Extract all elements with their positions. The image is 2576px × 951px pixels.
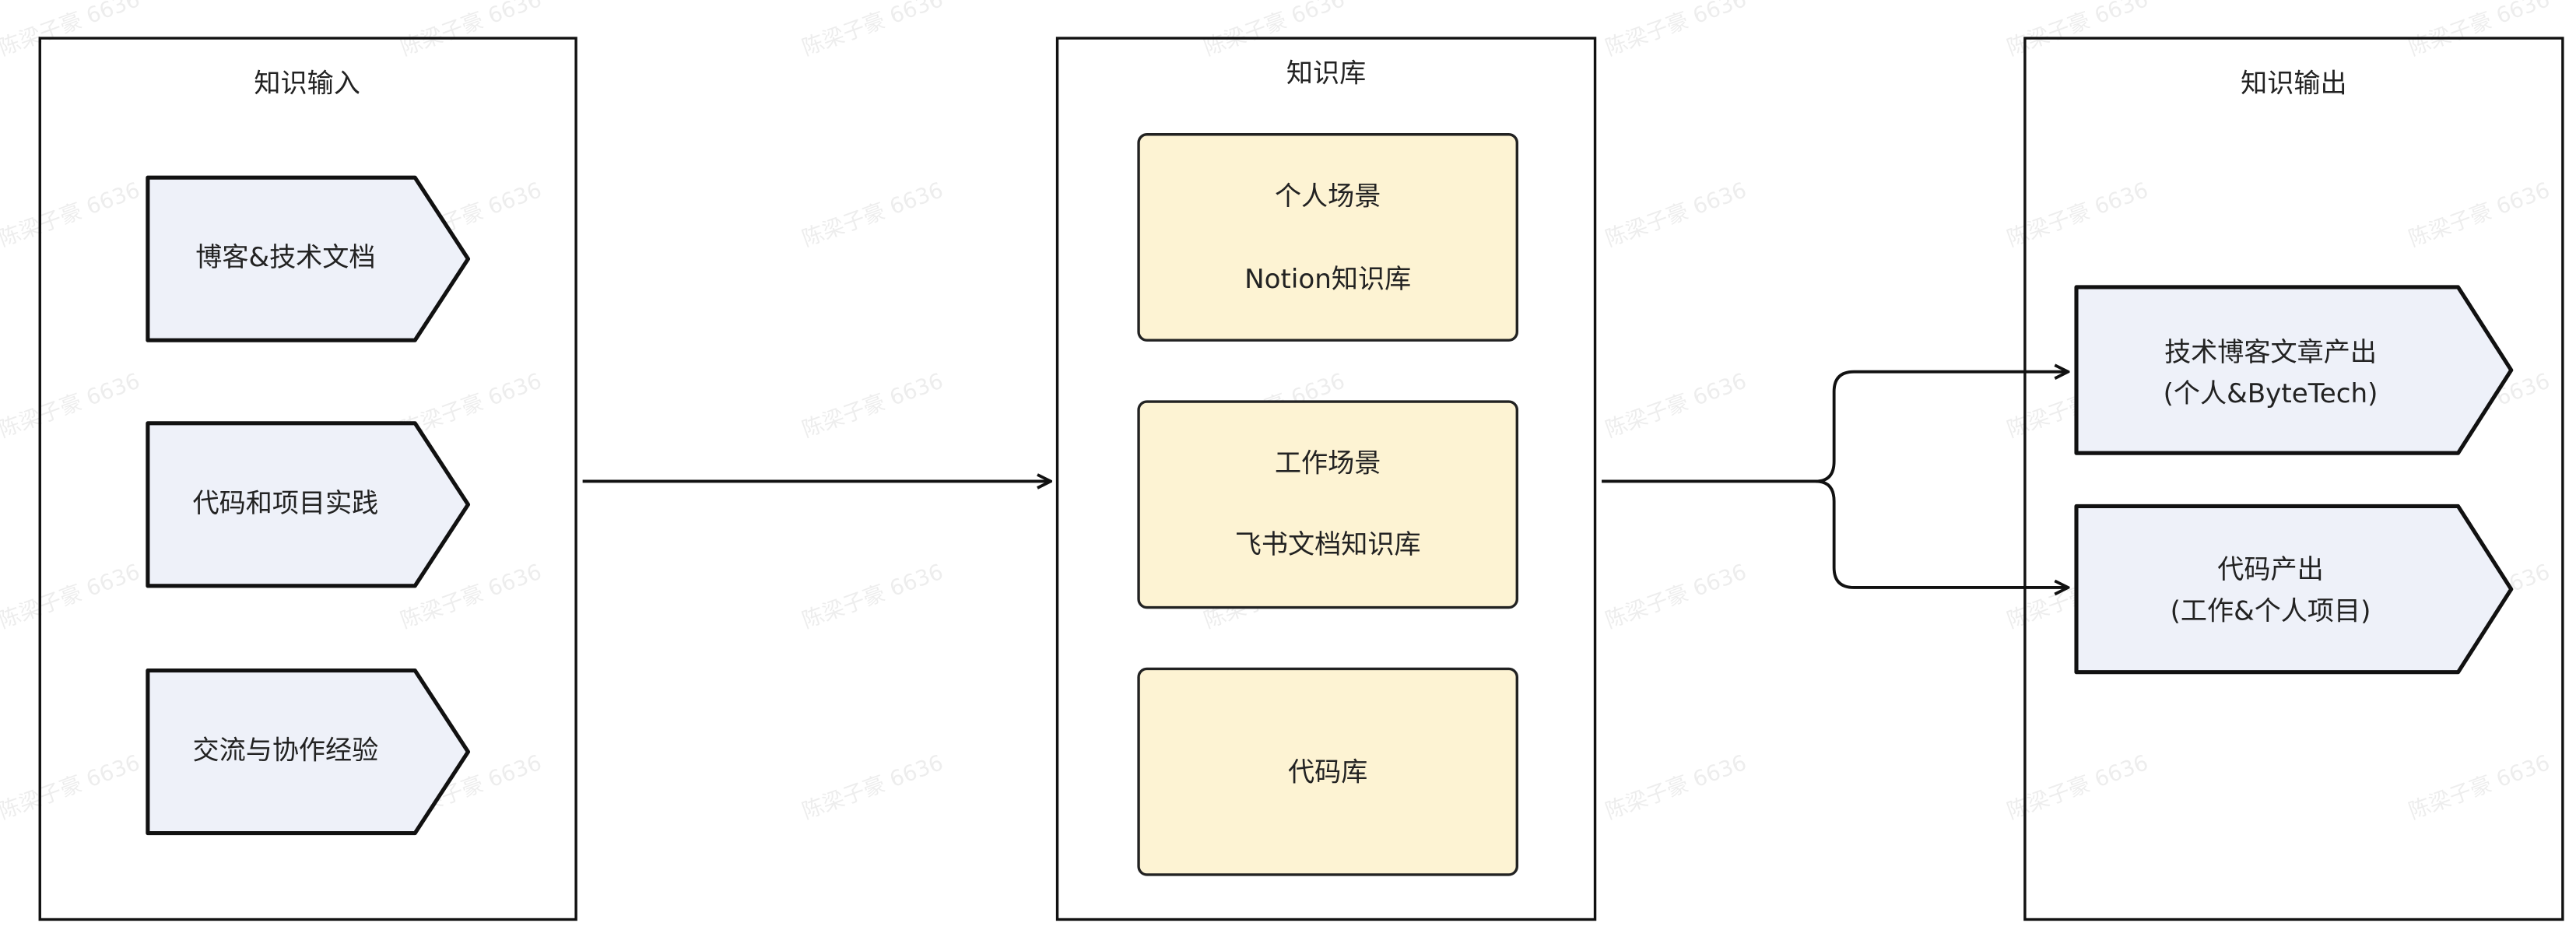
kb-to-output-connector (1602, 372, 2068, 588)
kb-card (1137, 133, 1519, 342)
kb-title: 知识库 (1286, 58, 1366, 89)
pentagon-shape (2074, 504, 2514, 675)
watermark-text: 陈梁子豪 6636 (1200, 0, 1348, 61)
watermark-text: 陈梁子豪 6636 (1602, 368, 1750, 443)
kb-item-code[interactable]: 代码库 (1137, 667, 1519, 876)
watermark-text: 陈梁子豪 6636 (2406, 177, 2553, 251)
output-item-line2: (个人&ByteTech) (2164, 378, 2378, 409)
watermark-text: 陈梁子豪 6636 (0, 559, 143, 633)
input-item-label: 交流与协作经验 (193, 735, 379, 767)
watermark-text: 陈梁子豪 6636 (798, 0, 946, 61)
watermark-text: 陈梁子豪 6636 (798, 368, 946, 443)
kb-item-line2: Notion知识库 (1244, 264, 1411, 295)
output-frame (2023, 37, 2564, 921)
watermark-text: 陈梁子豪 6636 (798, 749, 946, 824)
watermark-text: 陈梁子豪 6636 (2406, 749, 2553, 824)
watermark-text: 陈梁子豪 6636 (397, 0, 545, 61)
output-item[interactable]: 代码产出 (工作&个人项目) (2074, 504, 2514, 675)
pentagon-shape (146, 175, 471, 342)
input-title: 知识输入 (254, 68, 360, 99)
branch-arrow-top (1602, 372, 2068, 483)
watermark-text: 陈梁子豪 6636 (798, 177, 946, 251)
input-item-label: 博客&技术文档 (195, 242, 375, 273)
input-frame (38, 37, 577, 921)
input-item-label: 代码和项目实践 (193, 488, 379, 519)
watermark-text: 陈梁子豪 6636 (1602, 559, 1750, 633)
input-panel: 知识输入 博客&技术文档 代码和项目实践 交流与协作经验 (38, 37, 577, 921)
kb-card (1137, 667, 1519, 876)
knowledge-base-panel: 知识库 个人场景 Notion知识库 工作场景 飞书文档知识库 代码库 (1055, 37, 1597, 921)
kb-item-line2: 飞书文档知识库 (1235, 529, 1421, 560)
watermark-text: 陈梁子豪 6636 (798, 559, 946, 633)
kb-item-work[interactable]: 工作场景 飞书文档知识库 (1137, 400, 1519, 609)
input-item[interactable]: 交流与协作经验 (146, 669, 471, 836)
kb-frame (1055, 37, 1597, 921)
kb-item-line1: 工作场景 (1275, 448, 1381, 479)
output-item-line1: 技术博客文章产出 (2164, 337, 2377, 368)
kb-item-line1: 代码库 (1288, 756, 1367, 788)
watermark-text: 陈梁子豪 6636 (1602, 749, 1750, 824)
kb-item-personal[interactable]: 个人场景 Notion知识库 (1137, 133, 1519, 342)
watermark-text: 陈梁子豪 6636 (1602, 0, 1750, 61)
watermark-text: 陈梁子豪 6636 (1602, 177, 1750, 251)
watermark-text: 陈梁子豪 6636 (0, 0, 143, 61)
pentagon-shape (146, 669, 471, 836)
output-item-line2: (工作&个人项目) (2171, 595, 2371, 626)
kb-item-line1: 个人场景 (1275, 181, 1381, 212)
watermark-text: 陈梁子豪 6636 (0, 749, 143, 824)
watermark-text: 陈梁子豪 6636 (2406, 0, 2553, 61)
kb-card (1137, 400, 1519, 609)
watermark-text: 陈梁子豪 6636 (0, 177, 143, 251)
watermark-text: 陈梁子豪 6636 (0, 368, 143, 443)
pentagon-shape (2074, 285, 2514, 455)
pentagon-shape (146, 421, 471, 588)
input-item[interactable]: 博客&技术文档 (146, 175, 471, 342)
output-panel: 知识输出 技术博客文章产出 (个人&ByteTech) 代码产出 (工作&个人项… (2023, 37, 2564, 921)
branch-arrow-bottom (1816, 479, 2068, 587)
output-title: 知识输出 (2241, 68, 2346, 99)
output-item-line1: 代码产出 (2217, 554, 2323, 585)
input-item[interactable]: 代码和项目实践 (146, 421, 471, 588)
output-item[interactable]: 技术博客文章产出 (个人&ByteTech) (2074, 285, 2514, 455)
